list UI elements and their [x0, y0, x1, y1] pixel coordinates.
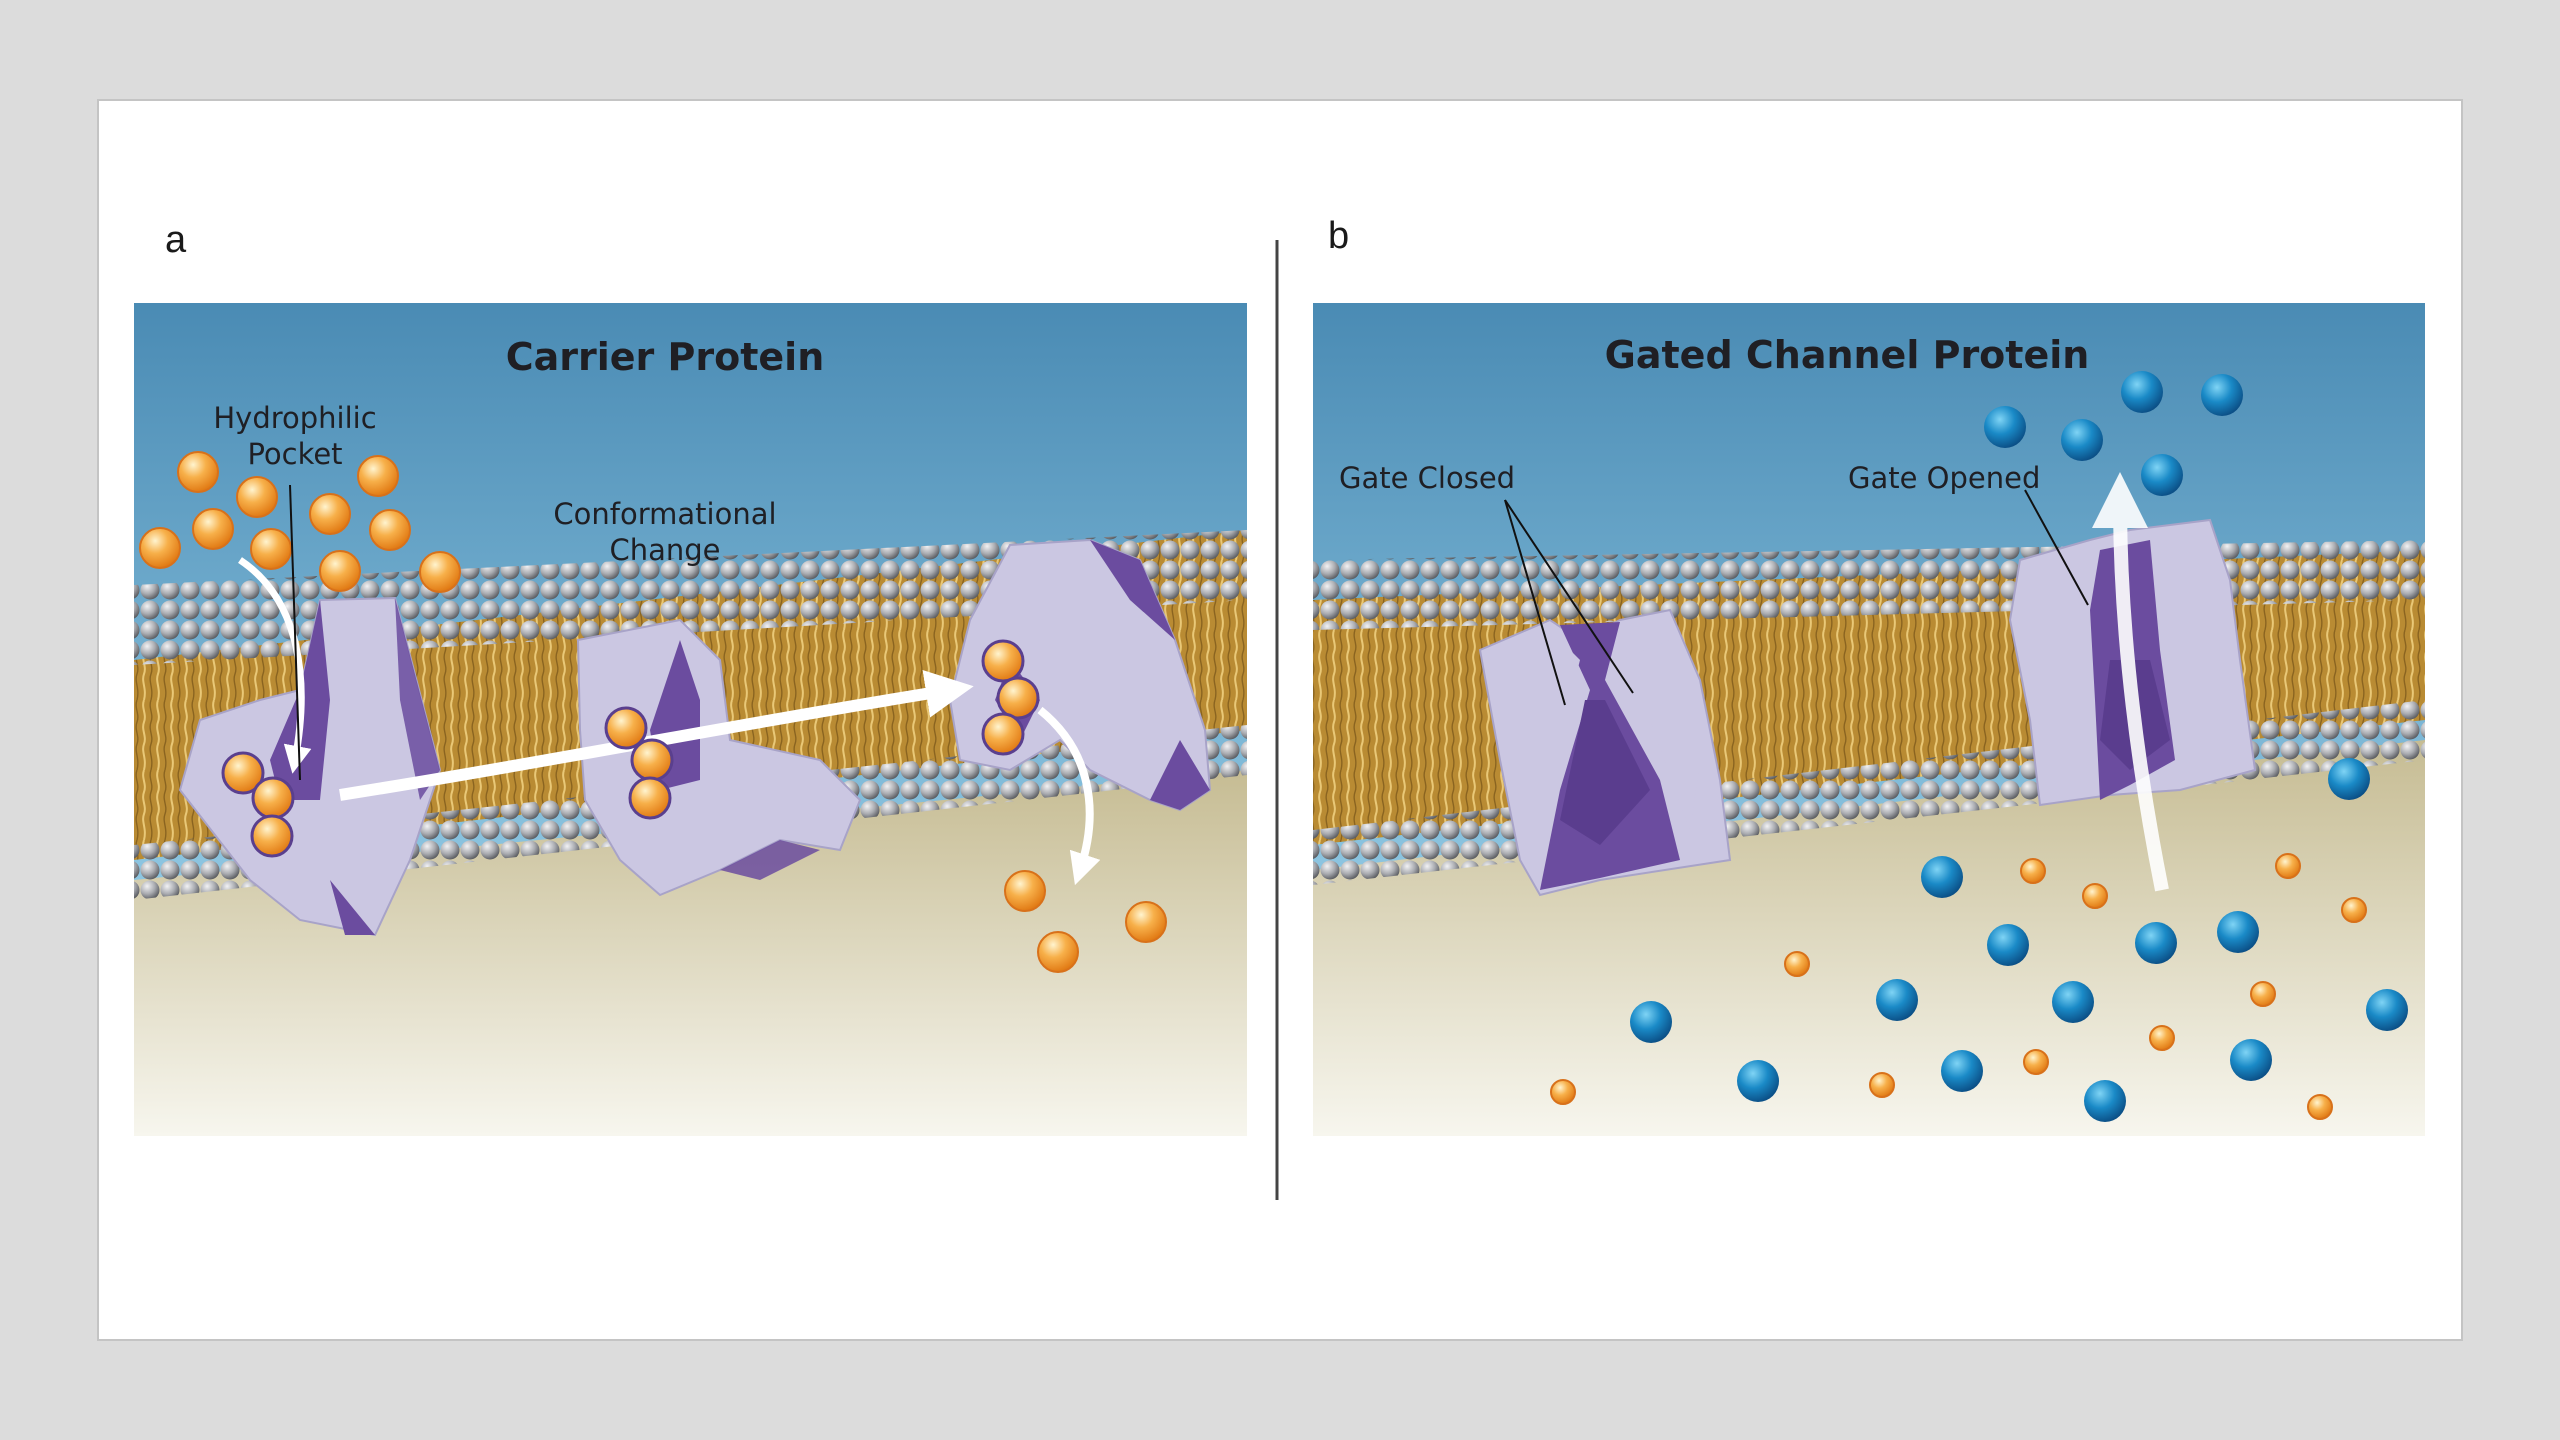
closed-pointer-2: [1504, 499, 1634, 694]
solute-molecule-icon: [1004, 870, 1167, 973]
panel-b-letter: b: [1328, 215, 1349, 257]
gate-closed-label: Gate Closed: [1339, 461, 1515, 495]
change-label-line2: Change: [609, 533, 720, 567]
gated-channel-panel: Gated Channel Protein Gate Closed Gate O…: [1313, 303, 2425, 1136]
ion-icon: [1984, 371, 2243, 496]
solute-molecule-icon: [221, 639, 1040, 858]
panel-a-letter: a: [165, 219, 187, 261]
panel-a-title: Carrier Protein: [506, 335, 825, 379]
transport-arrow-icon: [2092, 472, 2169, 892]
transport-arrow-icon: [1037, 706, 1101, 886]
panel-b-title: Gated Channel Protein: [1605, 333, 2090, 377]
ion-icon: [1630, 758, 2408, 1122]
lipid-heads-outer: [134, 530, 1247, 665]
solute-molecule-icon: [1550, 853, 2367, 1120]
pocket-pointer: [289, 484, 301, 781]
opened-pointer: [2024, 489, 2089, 606]
pocket-label-line2: Pocket: [247, 437, 342, 471]
gate-opened-label: Gate Opened: [1848, 461, 2040, 495]
pocket-label-line1: Hydrophilic: [213, 401, 376, 435]
change-label-line1: Conformational: [553, 497, 776, 531]
gated-channel-icon: [1478, 608, 1732, 897]
solute-molecule-icon: [139, 451, 461, 593]
closed-pointer-1: [1504, 499, 1566, 706]
carrier-protein-panel: Carrier Protein Hydrophilic Pocket Confo…: [134, 303, 1247, 1136]
